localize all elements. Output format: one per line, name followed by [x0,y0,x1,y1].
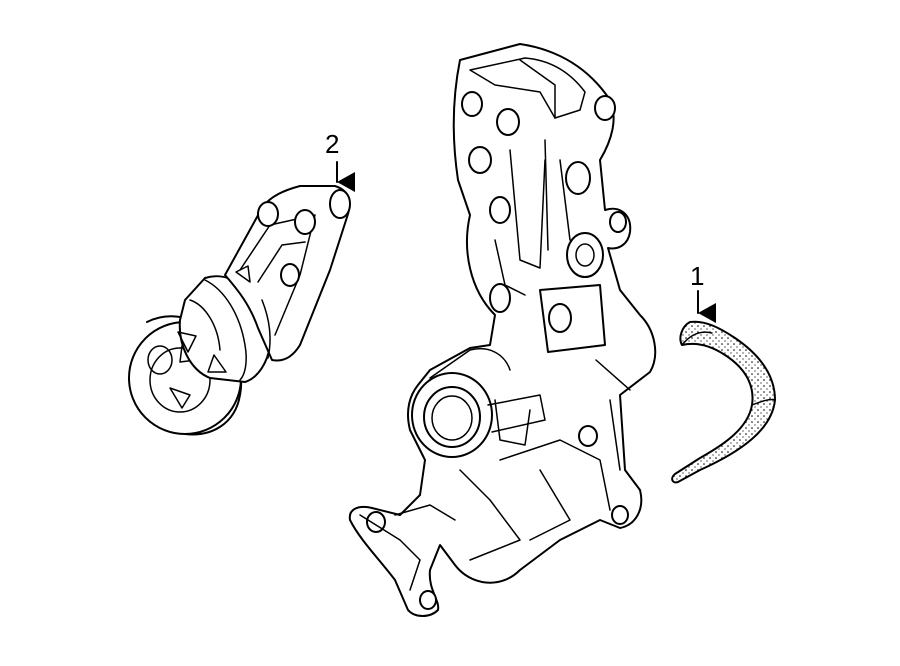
belt-tensioner [128,185,351,436]
callout-1-label: 1 [690,261,705,291]
callout-2-label: 2 [325,129,340,159]
drive-belt [671,320,776,484]
accessory-bracket [348,43,657,617]
